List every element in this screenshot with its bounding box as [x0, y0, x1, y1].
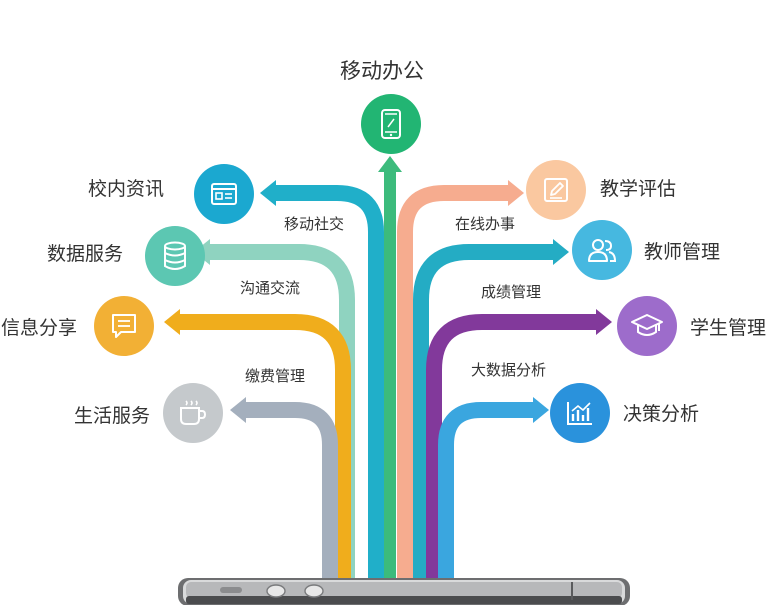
label-campus-news: 校内资讯 [88, 178, 165, 200]
people-icon [588, 239, 617, 262]
arrow-big-data-head [533, 397, 549, 423]
center-node[interactable] [361, 94, 421, 154]
node-decision-analysis[interactable] [550, 383, 610, 443]
database-icon [164, 241, 186, 270]
branch-label-mobile-social: 移动社交 [284, 215, 345, 233]
node-life-services[interactable] [163, 383, 223, 443]
cup-icon [180, 400, 207, 425]
label-teacher-mgmt: 教师管理 [644, 241, 721, 263]
branch-label-grades-management: 成绩管理 [481, 283, 542, 301]
node-student-mgmt[interactable] [617, 296, 677, 356]
label-info-sharing: 信息分享 [1, 317, 78, 339]
graduation-cap-icon [631, 314, 663, 336]
label-student-mgmt: 学生管理 [690, 317, 767, 339]
node-campus-news[interactable] [194, 164, 254, 224]
label-life-services: 生活服务 [74, 405, 151, 427]
node-teacher-mgmt[interactable] [572, 220, 632, 280]
center-title: 移动办公 [340, 59, 424, 83]
arrow-info-sharing-head [164, 309, 180, 335]
arrow-fee-management-head [230, 397, 246, 423]
arrow-center-head [378, 156, 402, 172]
arrow-info-sharing-stream [180, 314, 351, 580]
node-data-services[interactable] [145, 226, 205, 286]
arrow-online-affairs-head [508, 180, 524, 206]
branch-label-communication: 沟通交流 [240, 279, 301, 297]
arrow-teacher-stream [413, 244, 553, 580]
branch-label-fee-management: 缴费管理 [245, 367, 306, 385]
arrow-teacher-head [553, 239, 569, 265]
label-teaching-eval: 教学评估 [600, 178, 677, 200]
edit-icon [544, 178, 568, 202]
label-data-services: 数据服务 [47, 243, 124, 265]
node-teaching-eval[interactable] [526, 160, 586, 220]
arrow-online-affairs-stream [397, 185, 508, 580]
node-info-sharing[interactable] [94, 296, 154, 356]
document-icon [211, 183, 237, 205]
branch-label-online-affairs: 在线办事 [455, 215, 516, 233]
label-decision-analysis: 决策分析 [623, 403, 700, 425]
arrow-grades-stream [426, 314, 596, 580]
arrow-mobile-social-stream [276, 185, 384, 580]
arrow-grades-head [596, 309, 612, 335]
smartphone-icon [381, 109, 401, 139]
message-icon [112, 314, 136, 338]
phone-device [178, 578, 630, 605]
arrow-communication-stream [210, 244, 355, 580]
arrow-fee-management-stream [246, 402, 338, 580]
bar-chart-icon [567, 402, 592, 425]
branch-label-big-data-analysis: 大数据分析 [471, 361, 547, 379]
arrow-mobile-social-head [260, 180, 276, 206]
arrow-big-data-stream [438, 402, 533, 580]
